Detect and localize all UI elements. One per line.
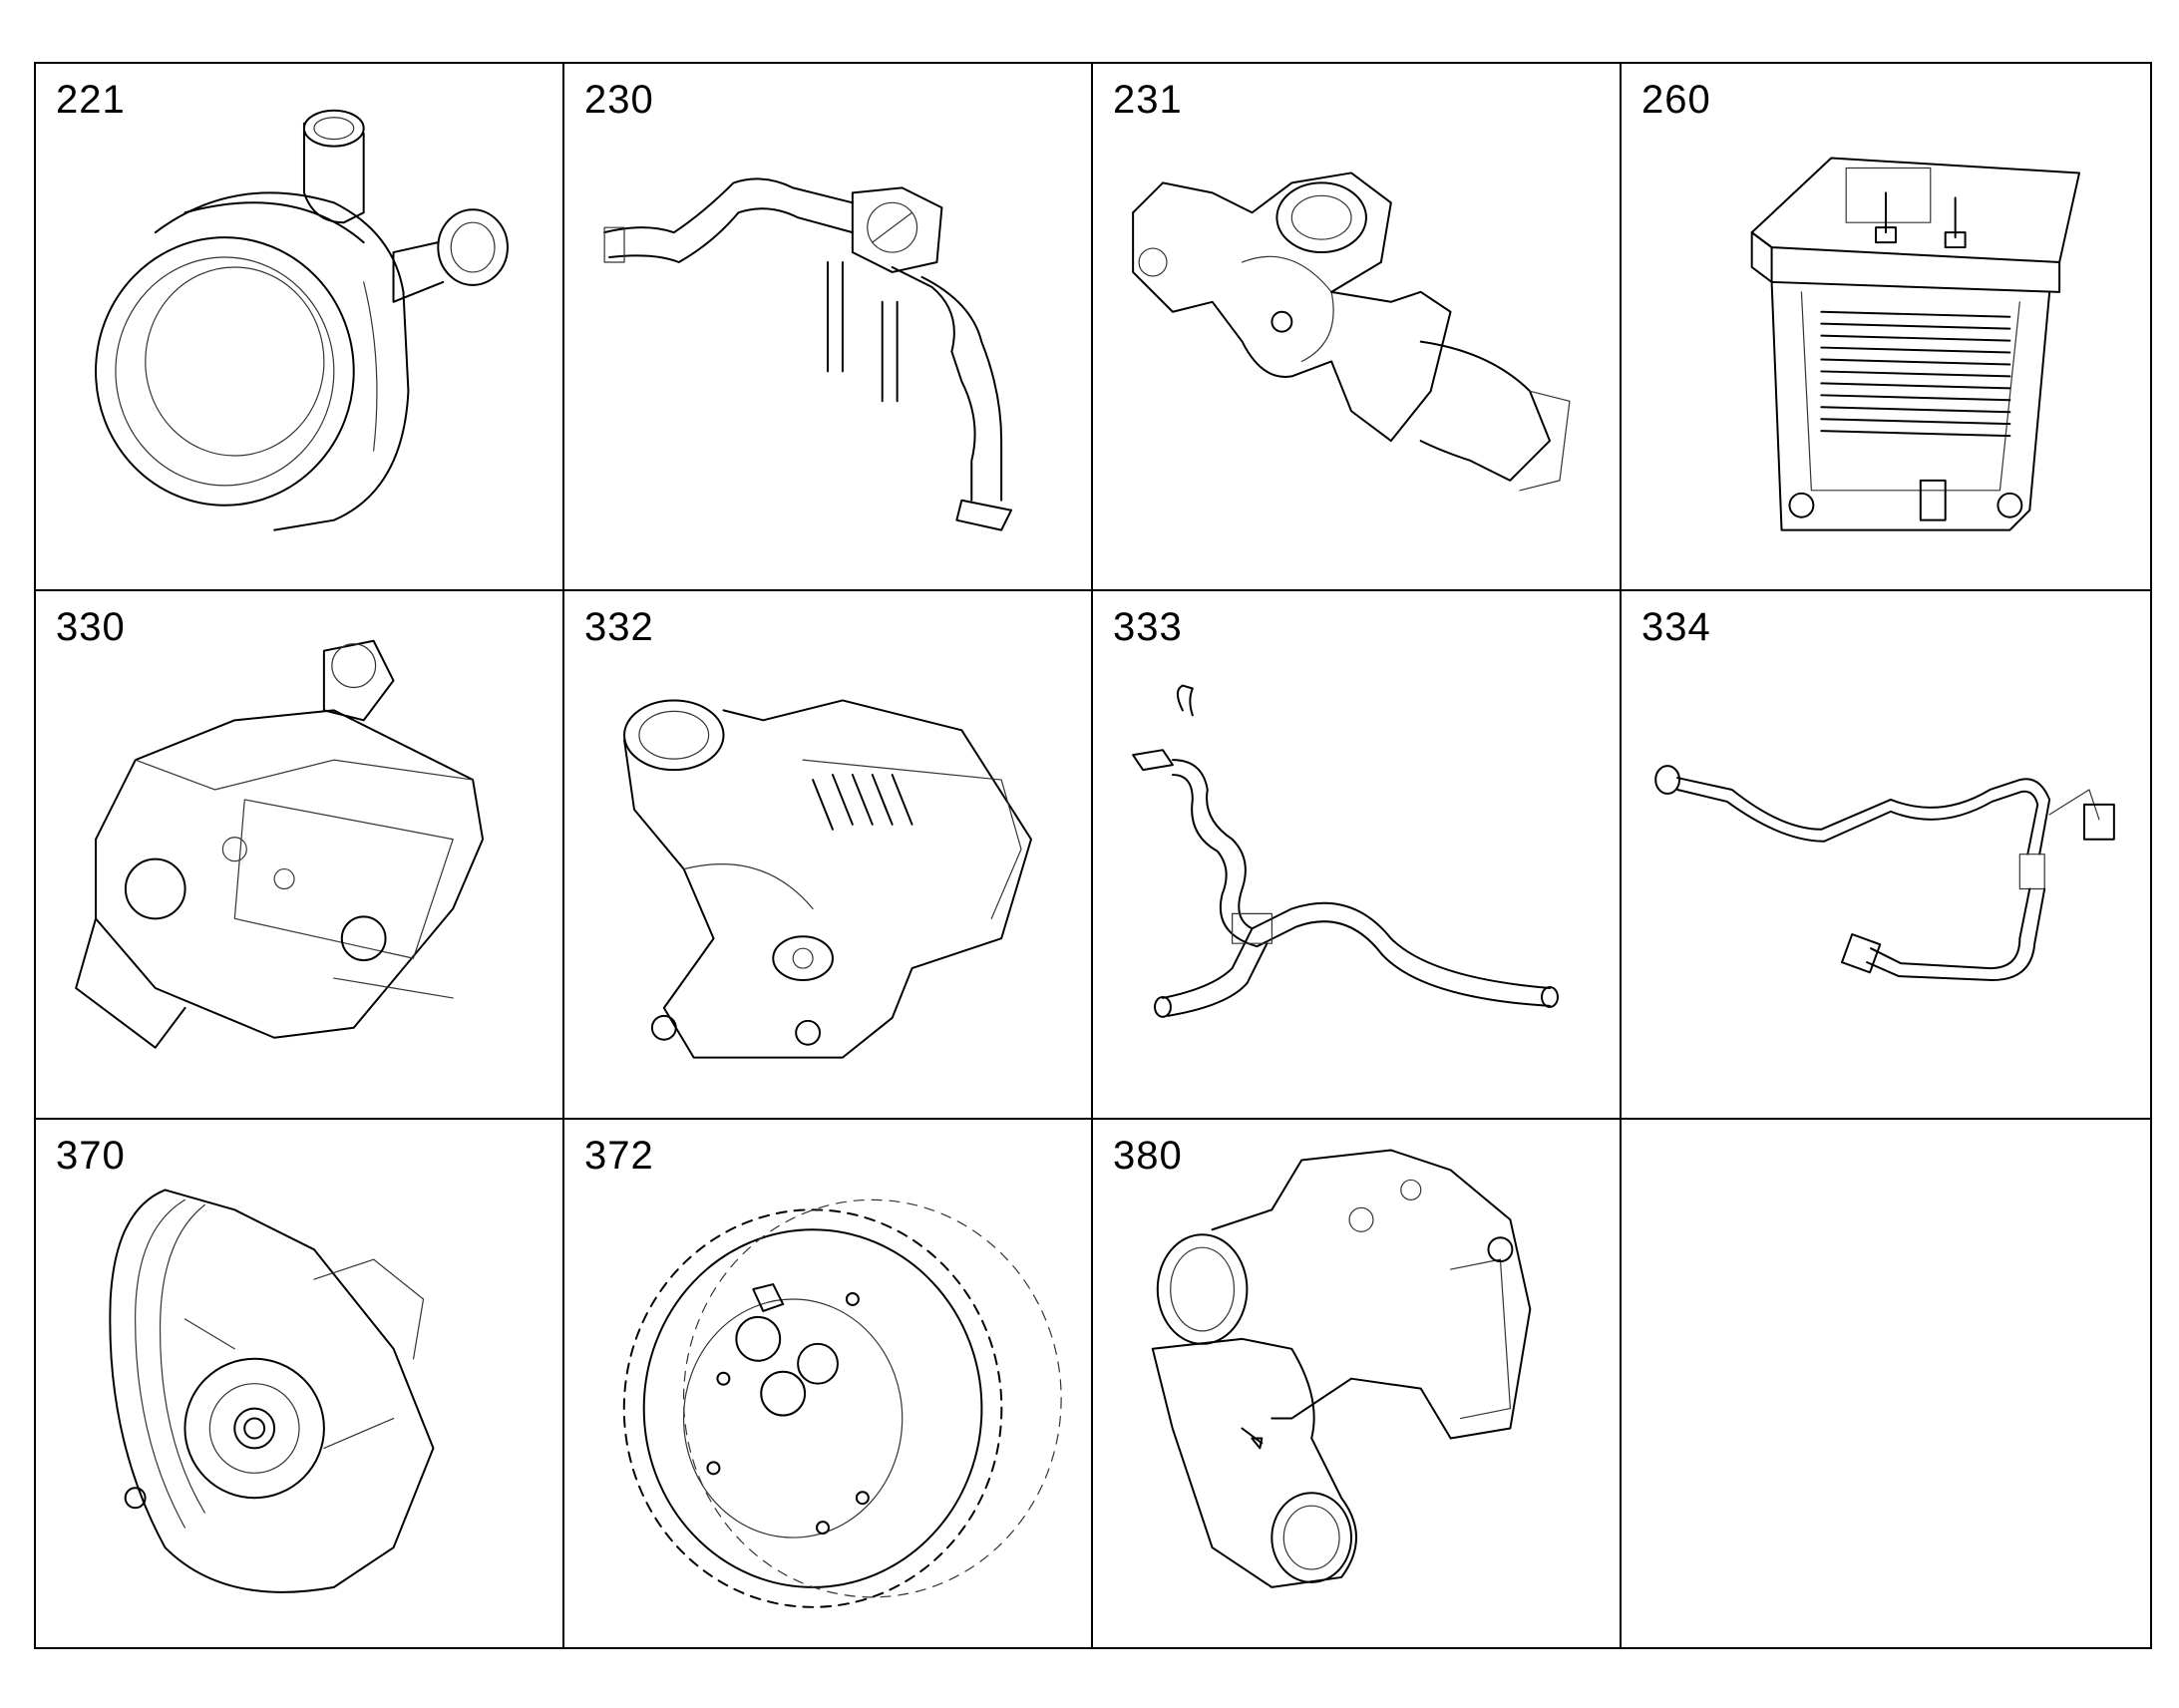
part-cell-333[interactable]: 333 — [1093, 591, 1622, 1120]
part-cell-221[interactable]: 221 — [36, 64, 564, 592]
part-cell-332[interactable]: 332 — [564, 591, 1093, 1120]
thermostat-housing-icon — [1132, 171, 1571, 492]
part-number-label: 330 — [56, 605, 126, 650]
part-cell-231[interactable]: 231 — [1093, 64, 1622, 592]
empty-cell — [1622, 1120, 2150, 1647]
oil-cooler-icon — [1750, 157, 2081, 531]
part-cell-372[interactable]: 372 — [564, 1119, 1093, 1647]
coolant-pipe-assembly-icon — [603, 177, 1013, 531]
oil-pan-housing-icon — [623, 699, 1032, 1059]
part-number-label: 231 — [1113, 78, 1183, 122]
fuel-line-icon — [1654, 765, 2115, 982]
part-number-label: 221 — [56, 78, 126, 122]
breather-hose-icon — [1132, 684, 1559, 1019]
water-pump-housing-icon — [1151, 1149, 1532, 1588]
injection-pump-icon — [75, 640, 485, 1050]
gear-wheel-icon — [622, 1198, 1062, 1608]
turbocharger-compressor-icon — [95, 109, 509, 531]
part-cell-230[interactable]: 230 — [564, 64, 1093, 592]
part-number-label: 372 — [584, 1133, 654, 1178]
water-pump-volute-icon — [109, 1189, 435, 1593]
part-number-label: 260 — [1641, 78, 1711, 122]
part-cell-330[interactable]: 330 — [36, 591, 564, 1120]
part-cell-334[interactable]: 334 — [1622, 591, 2150, 1120]
part-number-label: 332 — [584, 605, 654, 650]
part-number-label: 380 — [1113, 1133, 1183, 1178]
part-cell-260[interactable]: 260 — [1622, 64, 2150, 592]
parts-grid: 221 230 — [34, 62, 2152, 1649]
part-number-label: 370 — [56, 1133, 126, 1178]
part-number-label: 334 — [1641, 605, 1711, 650]
part-number-label: 333 — [1113, 605, 1183, 650]
part-cell-380[interactable]: 380 — [1093, 1119, 1622, 1647]
part-cell-370[interactable]: 370 — [36, 1119, 564, 1647]
part-number-label: 230 — [584, 78, 654, 122]
